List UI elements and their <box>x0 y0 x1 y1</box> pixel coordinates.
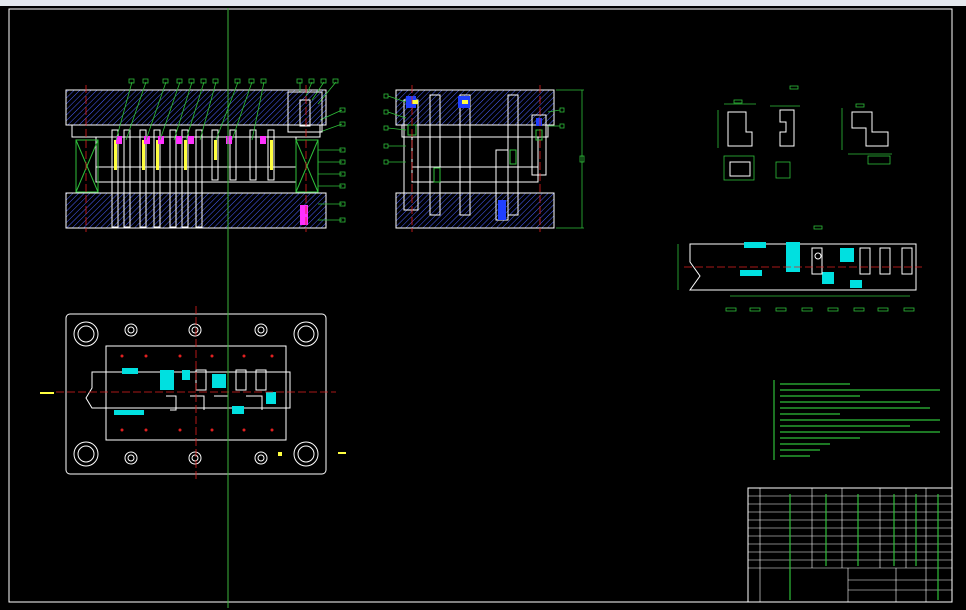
mold-front-section-view[interactable] <box>65 78 346 232</box>
drawing-border <box>8 8 953 603</box>
side-green-bolts <box>407 124 543 183</box>
strip-layout-view[interactable] <box>677 225 922 312</box>
plan-strip-outline <box>85 371 291 409</box>
plan-cyan-cutouts <box>114 368 276 415</box>
leader-lines <box>115 81 343 221</box>
punch-group <box>111 129 275 228</box>
center-lines-front <box>85 85 307 232</box>
side-upper-plate <box>395 89 555 126</box>
part-detail-views[interactable] <box>717 85 892 181</box>
strip-cutouts <box>811 247 913 275</box>
side-die-block <box>411 136 539 168</box>
side-stripper <box>411 166 539 183</box>
guide-post-left <box>75 139 99 193</box>
side-leaders <box>383 93 565 165</box>
title-block-bom[interactable] <box>747 487 953 603</box>
lower-die-plan-view[interactable] <box>40 306 346 482</box>
detail-dims <box>717 85 892 181</box>
strip-cyan-features <box>740 242 862 288</box>
magenta-screws <box>116 136 308 225</box>
center-lines-side <box>411 85 541 232</box>
title-block-text-marks <box>789 494 939 600</box>
balloon-markers <box>128 78 346 223</box>
yellow-punch-marks <box>114 140 273 170</box>
strip-dims <box>677 225 915 312</box>
side-pad-plate <box>401 124 549 138</box>
mold-side-section-view[interactable] <box>383 85 585 232</box>
side-lower-plate <box>395 192 555 229</box>
side-dimension <box>556 89 585 229</box>
guide-bushings <box>73 321 319 467</box>
side-yellow-parts <box>412 100 468 104</box>
plan-yellow-marks <box>40 392 346 456</box>
technical-notes-block[interactable] <box>773 380 940 460</box>
window-top-strip <box>0 0 966 6</box>
pin-holes <box>120 354 274 432</box>
strip-outline <box>689 243 917 291</box>
title-block-frame <box>747 487 953 603</box>
guide-post-right <box>295 139 319 193</box>
side-posts <box>403 94 547 221</box>
plan-inner-block <box>105 345 287 441</box>
detail-part-1 <box>727 109 889 177</box>
title-block-grid <box>748 488 952 602</box>
stripper-spring <box>287 91 323 133</box>
screw-holes <box>124 323 268 465</box>
center-lines-plan <box>56 306 336 482</box>
